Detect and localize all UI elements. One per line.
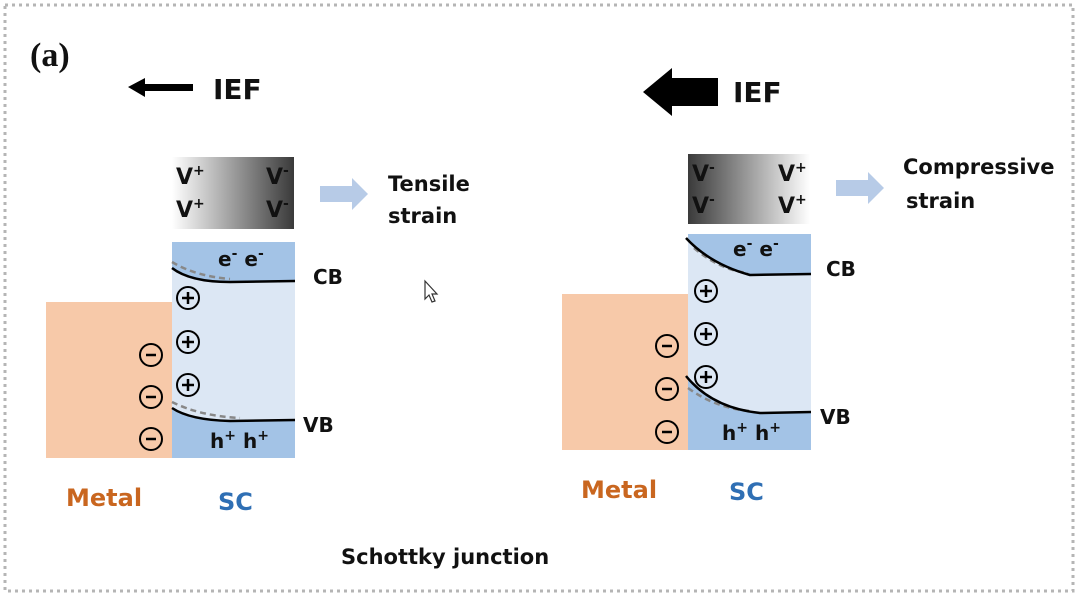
caption: Schottky junction	[341, 545, 549, 569]
left-cb-label: CB	[313, 265, 343, 289]
left-strain-line1: Tensile	[388, 172, 470, 196]
right-cb-label: CB	[826, 257, 856, 281]
left-vb-region	[172, 408, 295, 458]
left-cb-line	[171, 266, 296, 284]
right-strain-arrow-icon	[836, 172, 884, 204]
left-metal-block	[46, 302, 172, 458]
right-sc-label: SC	[729, 478, 764, 506]
left-ief-label: IEF	[213, 73, 262, 106]
left-electrons: e- e-	[218, 246, 264, 271]
left-plus-charge-icon	[176, 330, 200, 354]
right-ief-label: IEF	[733, 76, 782, 109]
right-metal-label: Metal	[581, 476, 657, 504]
left-strain-arrow-icon	[320, 178, 368, 210]
left-vacancy-top-left: V+	[176, 163, 205, 190]
left-vacancy-bottom-left: V+	[176, 196, 205, 223]
right-strain-line2: strain	[906, 189, 975, 213]
right-vb-region	[688, 380, 811, 450]
right-metal-block	[562, 294, 688, 450]
left-vacancy-bottom-right: V-	[266, 196, 289, 223]
figure-frame	[3, 3, 1075, 593]
left-holes: h+ h+	[210, 428, 269, 453]
left-vb-dashed-line	[171, 400, 241, 420]
left-vb-line	[171, 406, 296, 423]
left-minus-charge-icon	[139, 385, 163, 409]
left-minus-charge-icon	[139, 427, 163, 451]
left-vb-label: VB	[303, 413, 334, 437]
left-minus-charge-icon	[139, 343, 163, 367]
left-sc-label: SC	[218, 488, 253, 516]
right-vacancy-gradient	[688, 154, 810, 224]
right-vacancy-top-right: V+	[778, 160, 807, 187]
mouse-cursor-icon	[424, 279, 439, 303]
left-cb-dashed-line	[171, 260, 231, 281]
right-electrons: e- e-	[733, 236, 779, 261]
right-minus-charge-icon	[655, 334, 679, 358]
right-vacancy-top-left: V-	[692, 160, 715, 187]
left-vacancy-gradient	[172, 157, 294, 229]
right-plus-charge-icon	[694, 322, 718, 346]
left-vacancy-top-right: V-	[266, 163, 289, 190]
right-diagram: IEF V- V- V+ V+ Compressive strain e- e-…	[562, 68, 1054, 506]
left-plus-charge-icon	[176, 373, 200, 397]
right-cb-region	[688, 234, 811, 275]
right-cb-line	[685, 237, 812, 277]
right-holes: h+ h+	[722, 420, 781, 445]
panel-label: (a)	[30, 37, 70, 74]
right-minus-charge-icon	[655, 420, 679, 444]
right-vb-label: VB	[820, 405, 851, 429]
right-minus-charge-icon	[655, 377, 679, 401]
left-strain-line2: strain	[388, 204, 457, 228]
right-plus-charge-icon	[694, 279, 718, 303]
left-diagram: IEF V+ V+ V- V- Tensile strain e- e- h+ …	[46, 73, 470, 516]
left-metal-label: Metal	[66, 484, 142, 512]
left-ief-arrow-icon	[128, 78, 193, 97]
right-vacancy-bottom-left: V-	[692, 192, 715, 219]
left-cb-region	[172, 242, 295, 282]
right-strain-line1: Compressive	[903, 155, 1054, 179]
right-vacancy-bottom-right: V+	[778, 192, 807, 219]
right-vb-line	[685, 375, 812, 415]
right-plus-charge-icon	[694, 365, 718, 389]
right-ief-arrow-icon	[643, 68, 718, 116]
left-plus-charge-icon	[176, 286, 200, 310]
